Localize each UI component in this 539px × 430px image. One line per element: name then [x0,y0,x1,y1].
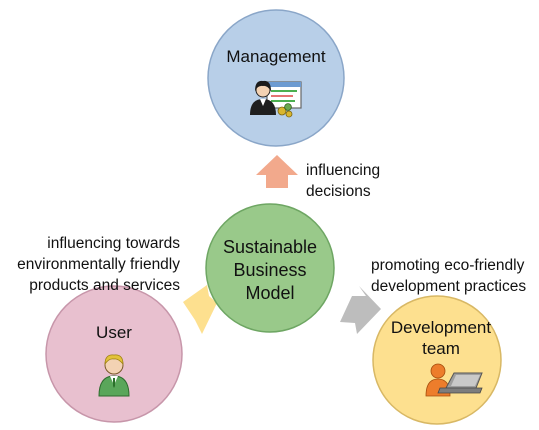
user-relation-text: influencing towards environmentally frie… [17,235,180,294]
center-label-line-2: Business [233,260,306,280]
center-label-line-1: Sustainable [223,237,317,257]
management-node: Management [207,9,345,147]
center-label-line-3: Model [245,283,294,303]
user-person-icon [98,354,130,397]
management-label: Management [226,47,326,66]
arrow-left-to-user [183,285,217,334]
user-node: User [45,285,183,423]
user-label: User [96,323,132,342]
manager-with-chart-icon [250,80,302,118]
dev-node: Development team [372,295,502,425]
management-relation-text: influencing decisions [306,162,381,200]
center-node: Sustainable Business Model [205,203,335,333]
dev-label-line-2: team [422,339,460,358]
dev-label-line-1: Development [391,318,491,337]
arrow-up-to-management [256,155,298,188]
developer-laptop-icon [425,363,483,397]
dev-relation-text: promoting eco-friendly development pract… [371,257,527,295]
arrow-right-to-dev [340,286,381,334]
